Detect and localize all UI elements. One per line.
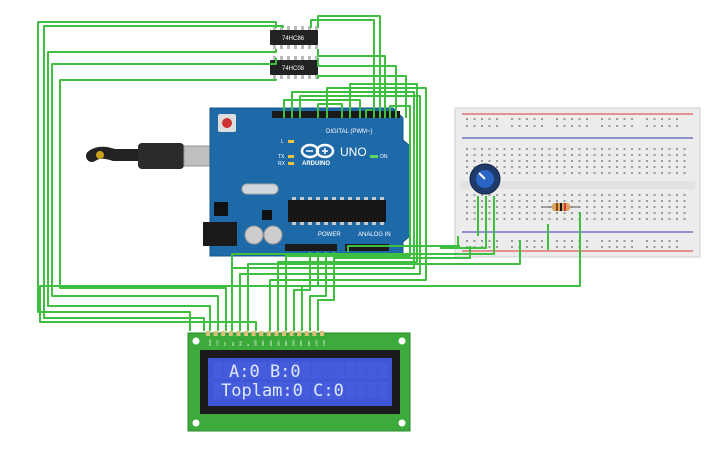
lcd-line-2: Toplam:0 C:0 (221, 381, 344, 401)
resistor[interactable] (542, 203, 580, 211)
digital-label: DIGITAL (PWM~) (326, 129, 373, 135)
wire-21 (309, 252, 327, 331)
analog-label: ANALOG IN (358, 232, 391, 238)
lcd-pin[interactable] (312, 331, 317, 336)
wire-2 (43, 25, 284, 331)
wire-9 (59, 79, 277, 331)
wire-15 (269, 87, 427, 331)
lcd-pin[interactable] (320, 331, 324, 336)
lcd-pin[interactable] (221, 331, 226, 336)
on-led-label: ON (380, 154, 388, 160)
lcd-pin-label: GND (208, 339, 212, 347)
wire-30 (247, 240, 521, 331)
wire-24 (347, 245, 460, 252)
wires (37, 15, 581, 331)
lcd-pin-label: VCC (216, 339, 220, 346)
lcd-pin-label: DB5 (292, 340, 296, 346)
rx-led-label: RX (278, 161, 286, 167)
potentiometer-knob-icon[interactable] (478, 172, 486, 180)
breadboard-channel (460, 181, 695, 189)
chip-74hc86[interactable]: 74HC86 (270, 26, 318, 49)
lcd-line-1: A:0 B:0 (229, 362, 301, 382)
lcd-pin-label: DB6 (299, 340, 303, 346)
wire-18 (285, 105, 411, 331)
tx-led-label: TX (278, 154, 285, 160)
l-led (288, 140, 294, 143)
lcd-pin-label: DB2 (269, 340, 273, 346)
lcd-pin-label: LED (314, 339, 318, 346)
digital-header (272, 111, 400, 118)
wire-16 (277, 83, 418, 331)
lcd-pin-label: RS (231, 342, 235, 346)
reset-button-cap[interactable] (222, 118, 232, 128)
chip-74hc08-label: 74HC08 (282, 66, 305, 72)
lcd-pin[interactable] (266, 331, 271, 336)
wire-11 (283, 99, 361, 118)
lcd-cells (213, 362, 388, 399)
lcd-pin-label: V0 (223, 342, 227, 346)
lcd-pin-label: DB3 (276, 340, 280, 346)
wire-32 (39, 212, 581, 331)
small-chip (262, 210, 272, 220)
power-jack[interactable] (203, 222, 237, 246)
potentiometer[interactable] (469, 163, 501, 195)
lcd-pin[interactable] (236, 331, 241, 336)
lcd-pin[interactable] (228, 331, 233, 336)
wire-4 (310, 19, 375, 118)
wire-1 (37, 21, 277, 331)
lcd-pin-label: DB1 (261, 340, 265, 346)
lcd-pin[interactable] (213, 331, 218, 336)
lcd-pin[interactable] (289, 331, 294, 336)
lcd-pin-label: DB0 (254, 340, 258, 346)
lcd-pin-label: LED (322, 339, 326, 346)
lcd-pin[interactable] (244, 331, 248, 336)
chip-74hc08[interactable]: 74HC08 (270, 56, 318, 79)
power-label: POWER (318, 232, 341, 238)
wire-7 (51, 58, 277, 331)
atmega-chip (288, 200, 386, 222)
wire-5 (47, 49, 277, 331)
wire-29 (231, 236, 495, 331)
capacitor-1 (244, 225, 264, 245)
lcd-pin-label: RW (238, 341, 242, 346)
arduino-logo-icon (300, 143, 335, 159)
arduino-brand: ARDUINO (302, 161, 330, 167)
rx-led (288, 162, 294, 165)
wire-13 (239, 95, 421, 331)
analog-header (345, 244, 389, 251)
arduino-model: UNO (340, 145, 367, 159)
atmega-pins (292, 197, 384, 225)
lcd-pin[interactable] (304, 331, 309, 336)
wire-28 (440, 236, 487, 249)
chip-74hc86-label: 74HC86 (282, 36, 305, 42)
power-header (285, 244, 337, 251)
l-led-label: L (281, 139, 284, 145)
capacitor-2 (263, 225, 283, 245)
voltage-regulator (214, 202, 228, 216)
lcd-pin[interactable] (259, 331, 264, 336)
lcd-pin-label: DB7 (307, 340, 311, 346)
lcd-pin[interactable] (282, 331, 286, 336)
arduino-uno-board[interactable]: L TX RX ON DIGITAL (PWM~) ANALOG IN POWE… (203, 107, 411, 257)
crystal (241, 183, 279, 195)
on-led (370, 155, 378, 158)
lcd-pin[interactable] (274, 331, 279, 336)
wire-17 (365, 109, 372, 118)
lcd-pin[interactable] (297, 331, 302, 336)
lcd-pin[interactable] (251, 331, 256, 336)
wire-22 (317, 252, 335, 331)
usb-cable[interactable] (86, 143, 221, 169)
lcd-pin-label: E (246, 344, 250, 346)
lcd-pin[interactable] (206, 331, 210, 336)
tx-led (288, 155, 294, 158)
wire-14 (317, 103, 343, 118)
lcd-pin-label: DB4 (284, 340, 288, 346)
